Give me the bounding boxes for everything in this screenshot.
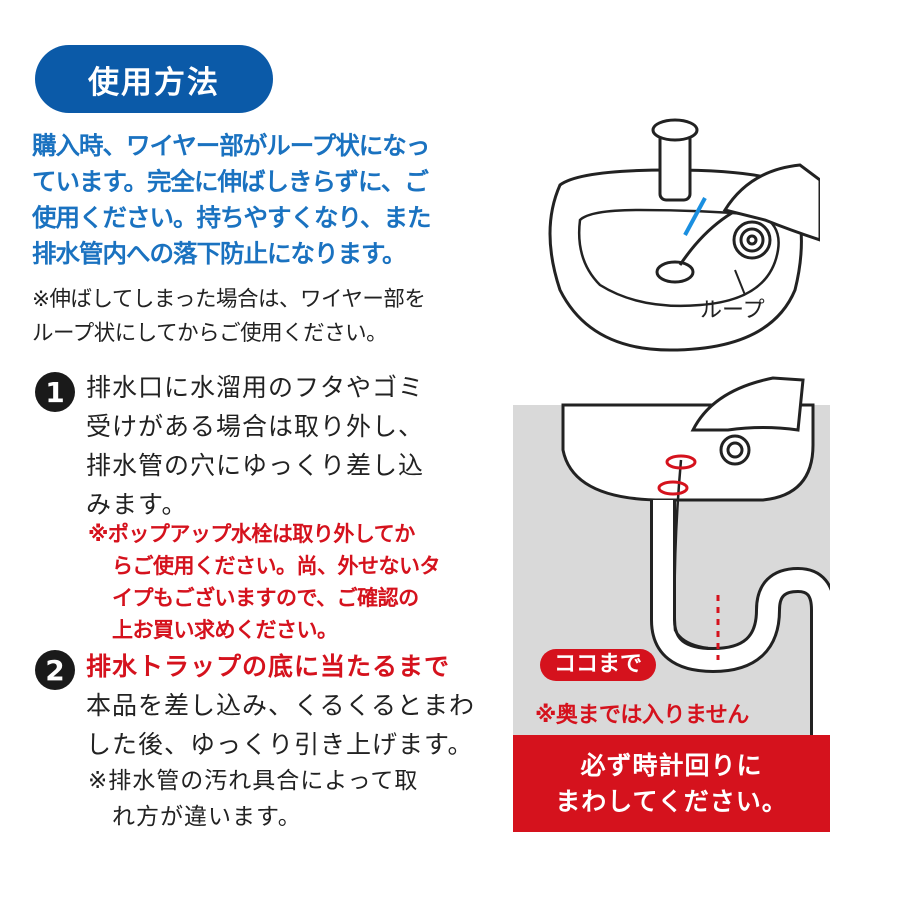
step-line: 受けがある場合は取り外し、 (86, 412, 425, 441)
warning-line: 必ず時計回りに (580, 751, 763, 780)
step-line: 本品を差し込み、くるくるとまわ (86, 691, 476, 720)
step-highlight: 排水トラップの底に当たるまで (86, 652, 451, 681)
drain-icon (655, 260, 695, 284)
sink-illustration (548, 118, 820, 352)
note-line: れ方が違います。 (112, 804, 302, 830)
note-line: ループ状にしてからご使用ください。 (32, 321, 388, 346)
warning-line: まわしてください。 (555, 787, 788, 816)
note-line: 上お買い求めください。 (112, 618, 338, 642)
intro-text: 購入時、ワイヤー部がループ状になっ ています。完全に伸ばしきらずに、ご 使用くだ… (32, 128, 502, 272)
step-line: した後、ゆっくり引き上げます。 (86, 730, 474, 759)
step-1-number: 1 (35, 372, 75, 412)
rotate-arrow-icon (657, 454, 697, 496)
intro-note: ※伸ばしてしまった場合は、ワイヤー部を ループ状にしてからご使用ください。 (32, 283, 502, 351)
step-1-warning: ※ポップアップ水栓は取り外してか らご使用ください。尚、外せないタ イプもござい… (88, 518, 488, 646)
hand-icon (722, 163, 820, 242)
step-1-text: 排水口に水溜用のフタやゴミ 受けがある場合は取り外し、 排水管の穴にゆっくり差し… (86, 368, 506, 524)
step-2-number: 2 (35, 650, 75, 690)
arrow-icon (683, 197, 707, 236)
loop-label: ループ (700, 298, 765, 323)
drain-trap-diagram (513, 376, 830, 735)
note-line: ※伸ばしてしまった場合は、ワイヤー部を (32, 287, 426, 312)
step-line: 排水口に水溜用のフタやゴミ (86, 373, 425, 402)
note-line: ※排水管の汚れ具合によって取 (88, 768, 419, 794)
intro-line: 排水管内への落下防止になります。 (32, 239, 407, 268)
hand-icon (690, 376, 805, 432)
intro-line: 購入時、ワイヤー部がループ状になっ (32, 131, 430, 160)
note-line: らご使用ください。尚、外せないタ (112, 554, 441, 578)
clockwise-warning: 必ず時計回りに まわしてください。 (513, 735, 830, 832)
step-2-text: 排水トラップの底に当たるまで 本品を差し込み、くるくるとまわ した後、ゆっくり引… (86, 647, 506, 764)
wire-icon (673, 459, 709, 650)
wire-loop-icon (719, 434, 751, 466)
here-callout: ココまで (540, 649, 657, 681)
note-line: イプもございますので、ご確認の (112, 586, 419, 610)
section-title: 使用方法 (35, 45, 273, 113)
intro-line: ています。完全に伸ばしきらずに、ご (32, 167, 429, 196)
note-line: ※ポップアップ水栓は取り外してか (88, 522, 415, 546)
step-2-note: ※排水管の汚れ具合によって取 れ方が違います。 (88, 763, 508, 835)
no-deeper-note: ※奥までは入りません (535, 703, 749, 728)
step-line: みます。 (86, 490, 188, 519)
step-line: 排水管の穴にゆっくり差し込 (86, 451, 425, 480)
intro-line: 使用ください。持ちやすくなり、また (32, 203, 432, 232)
